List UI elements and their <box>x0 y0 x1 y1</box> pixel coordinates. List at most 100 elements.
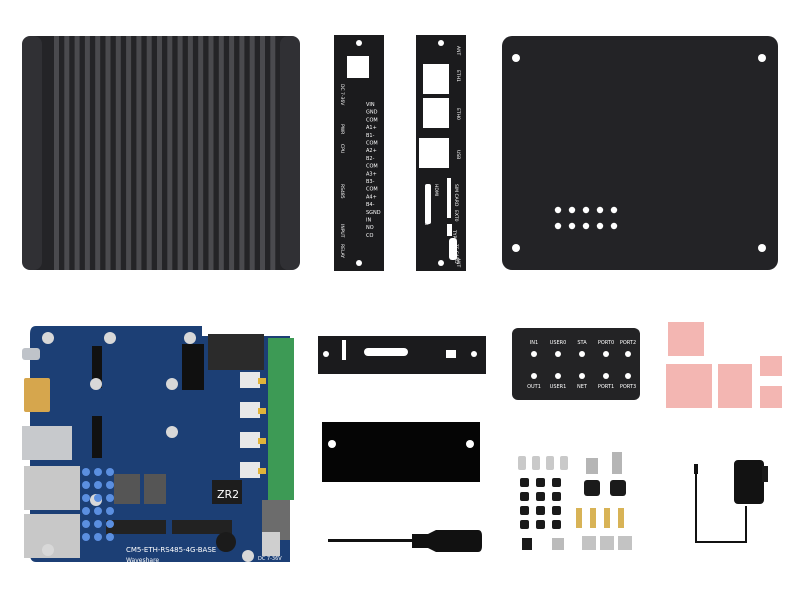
io-terminal-label: B4- <box>366 202 375 208</box>
thermal-pad <box>668 322 704 356</box>
led-indicator <box>555 351 561 357</box>
io-group-label: CPU <box>339 144 345 153</box>
buzzer <box>216 532 236 552</box>
bottom-plate <box>502 36 778 270</box>
thumb-screw <box>612 452 622 474</box>
board-component <box>106 507 114 515</box>
heatsink-fin <box>146 36 152 270</box>
board-component <box>94 468 102 476</box>
vent-hole <box>568 222 576 230</box>
vent-hole <box>554 206 562 214</box>
heatsink-fin <box>126 36 132 270</box>
vent-hole <box>610 222 618 230</box>
board-component <box>82 520 90 528</box>
heatsink-fin <box>239 36 245 270</box>
led-label: PORT1 <box>598 384 614 390</box>
board-component <box>94 481 102 489</box>
board-component <box>106 468 114 476</box>
led-label: STA <box>577 340 587 346</box>
io-terminal-label: COM <box>366 187 378 193</box>
io-group-label: PWR <box>339 124 345 134</box>
circuit-board: ZR2 CM5-ETH-RS485-4G-BASE Waveshare DC 7… <box>22 326 294 564</box>
io-group-label: RELAY <box>339 244 345 258</box>
silver-screw <box>560 456 568 470</box>
heatsink-fin <box>249 36 255 270</box>
led-indicator <box>603 373 609 379</box>
port-label: ETH0 <box>455 108 461 120</box>
led-label: NET <box>577 384 588 390</box>
io-group-label: INPUT <box>339 224 345 238</box>
vent-hole <box>596 206 604 214</box>
nut <box>582 536 596 550</box>
io-terminal-label: IN <box>366 218 371 224</box>
io-terminal-label: B3- <box>366 179 375 185</box>
led-label: OUT1 <box>527 384 541 390</box>
led-label: USER1 <box>550 384 567 390</box>
board-component <box>258 468 266 474</box>
vent-hole <box>610 206 618 214</box>
io-terminal-label: A1+ <box>366 125 377 131</box>
board-component <box>94 507 102 515</box>
screw-kit <box>518 452 632 550</box>
standoff <box>618 508 624 528</box>
led-indicator <box>531 373 537 379</box>
io-terminal-label: VIN <box>366 102 375 108</box>
board-component <box>94 533 102 541</box>
io-group-label: DC 7-36V <box>339 84 345 106</box>
port-label: TYPE-C <box>451 229 457 246</box>
heatsink-fin <box>105 36 111 270</box>
board-component <box>240 372 260 388</box>
heatsink-fin <box>208 36 214 270</box>
black-screw <box>552 478 561 487</box>
thermal-pad <box>666 364 712 408</box>
io-terminal-label: COM <box>366 141 378 147</box>
port-label: TF CARD <box>453 243 459 264</box>
heatsink-fin <box>54 36 59 270</box>
thermal-pad <box>718 364 752 408</box>
board-component <box>82 468 90 476</box>
board-component <box>240 462 260 478</box>
io-terminal-label: A3+ <box>366 171 377 177</box>
heatsink-fin <box>84 36 90 270</box>
heatsink-fin <box>74 36 80 270</box>
vent-hole <box>582 222 590 230</box>
led-label: USER0 <box>550 340 567 346</box>
black-screw <box>552 492 561 501</box>
io-terminal-label: COM <box>366 164 378 170</box>
power-adapter <box>694 460 768 543</box>
nut <box>552 538 564 550</box>
port-label: SIM CARD <box>453 184 459 207</box>
board-component <box>82 507 90 515</box>
heatsink-fin <box>218 36 224 270</box>
thumb-screw <box>586 458 598 474</box>
board-component <box>240 432 260 448</box>
black-screw <box>520 520 529 529</box>
usb-cutout <box>419 138 449 168</box>
io-terminal-label: B2- <box>366 156 375 162</box>
nut <box>618 536 632 550</box>
io-terminal-label: B1- <box>366 133 375 139</box>
silver-screw <box>532 456 540 470</box>
black-cover-plate <box>322 422 480 482</box>
black-screw <box>552 506 561 515</box>
board-component <box>258 438 266 444</box>
board-component <box>106 533 114 541</box>
heatsink-fin <box>270 36 276 270</box>
led-indicator <box>625 351 631 357</box>
io-terminal-label: A4+ <box>366 194 377 200</box>
port-label: EXT0 <box>453 210 459 222</box>
heatsink-fin <box>229 36 235 270</box>
led-label: IN1 <box>530 340 538 346</box>
led-indicator <box>531 351 537 357</box>
led-label: PORT2 <box>620 340 636 346</box>
thermal-pad <box>760 356 782 376</box>
standoff <box>590 508 596 528</box>
board-component <box>82 481 90 489</box>
vent-hole <box>568 206 576 214</box>
thermal-pad <box>760 386 782 408</box>
led-label: PORT0 <box>598 340 614 346</box>
vent-hole <box>582 206 590 214</box>
heatsink-fin <box>198 36 204 270</box>
board-component <box>82 494 90 502</box>
